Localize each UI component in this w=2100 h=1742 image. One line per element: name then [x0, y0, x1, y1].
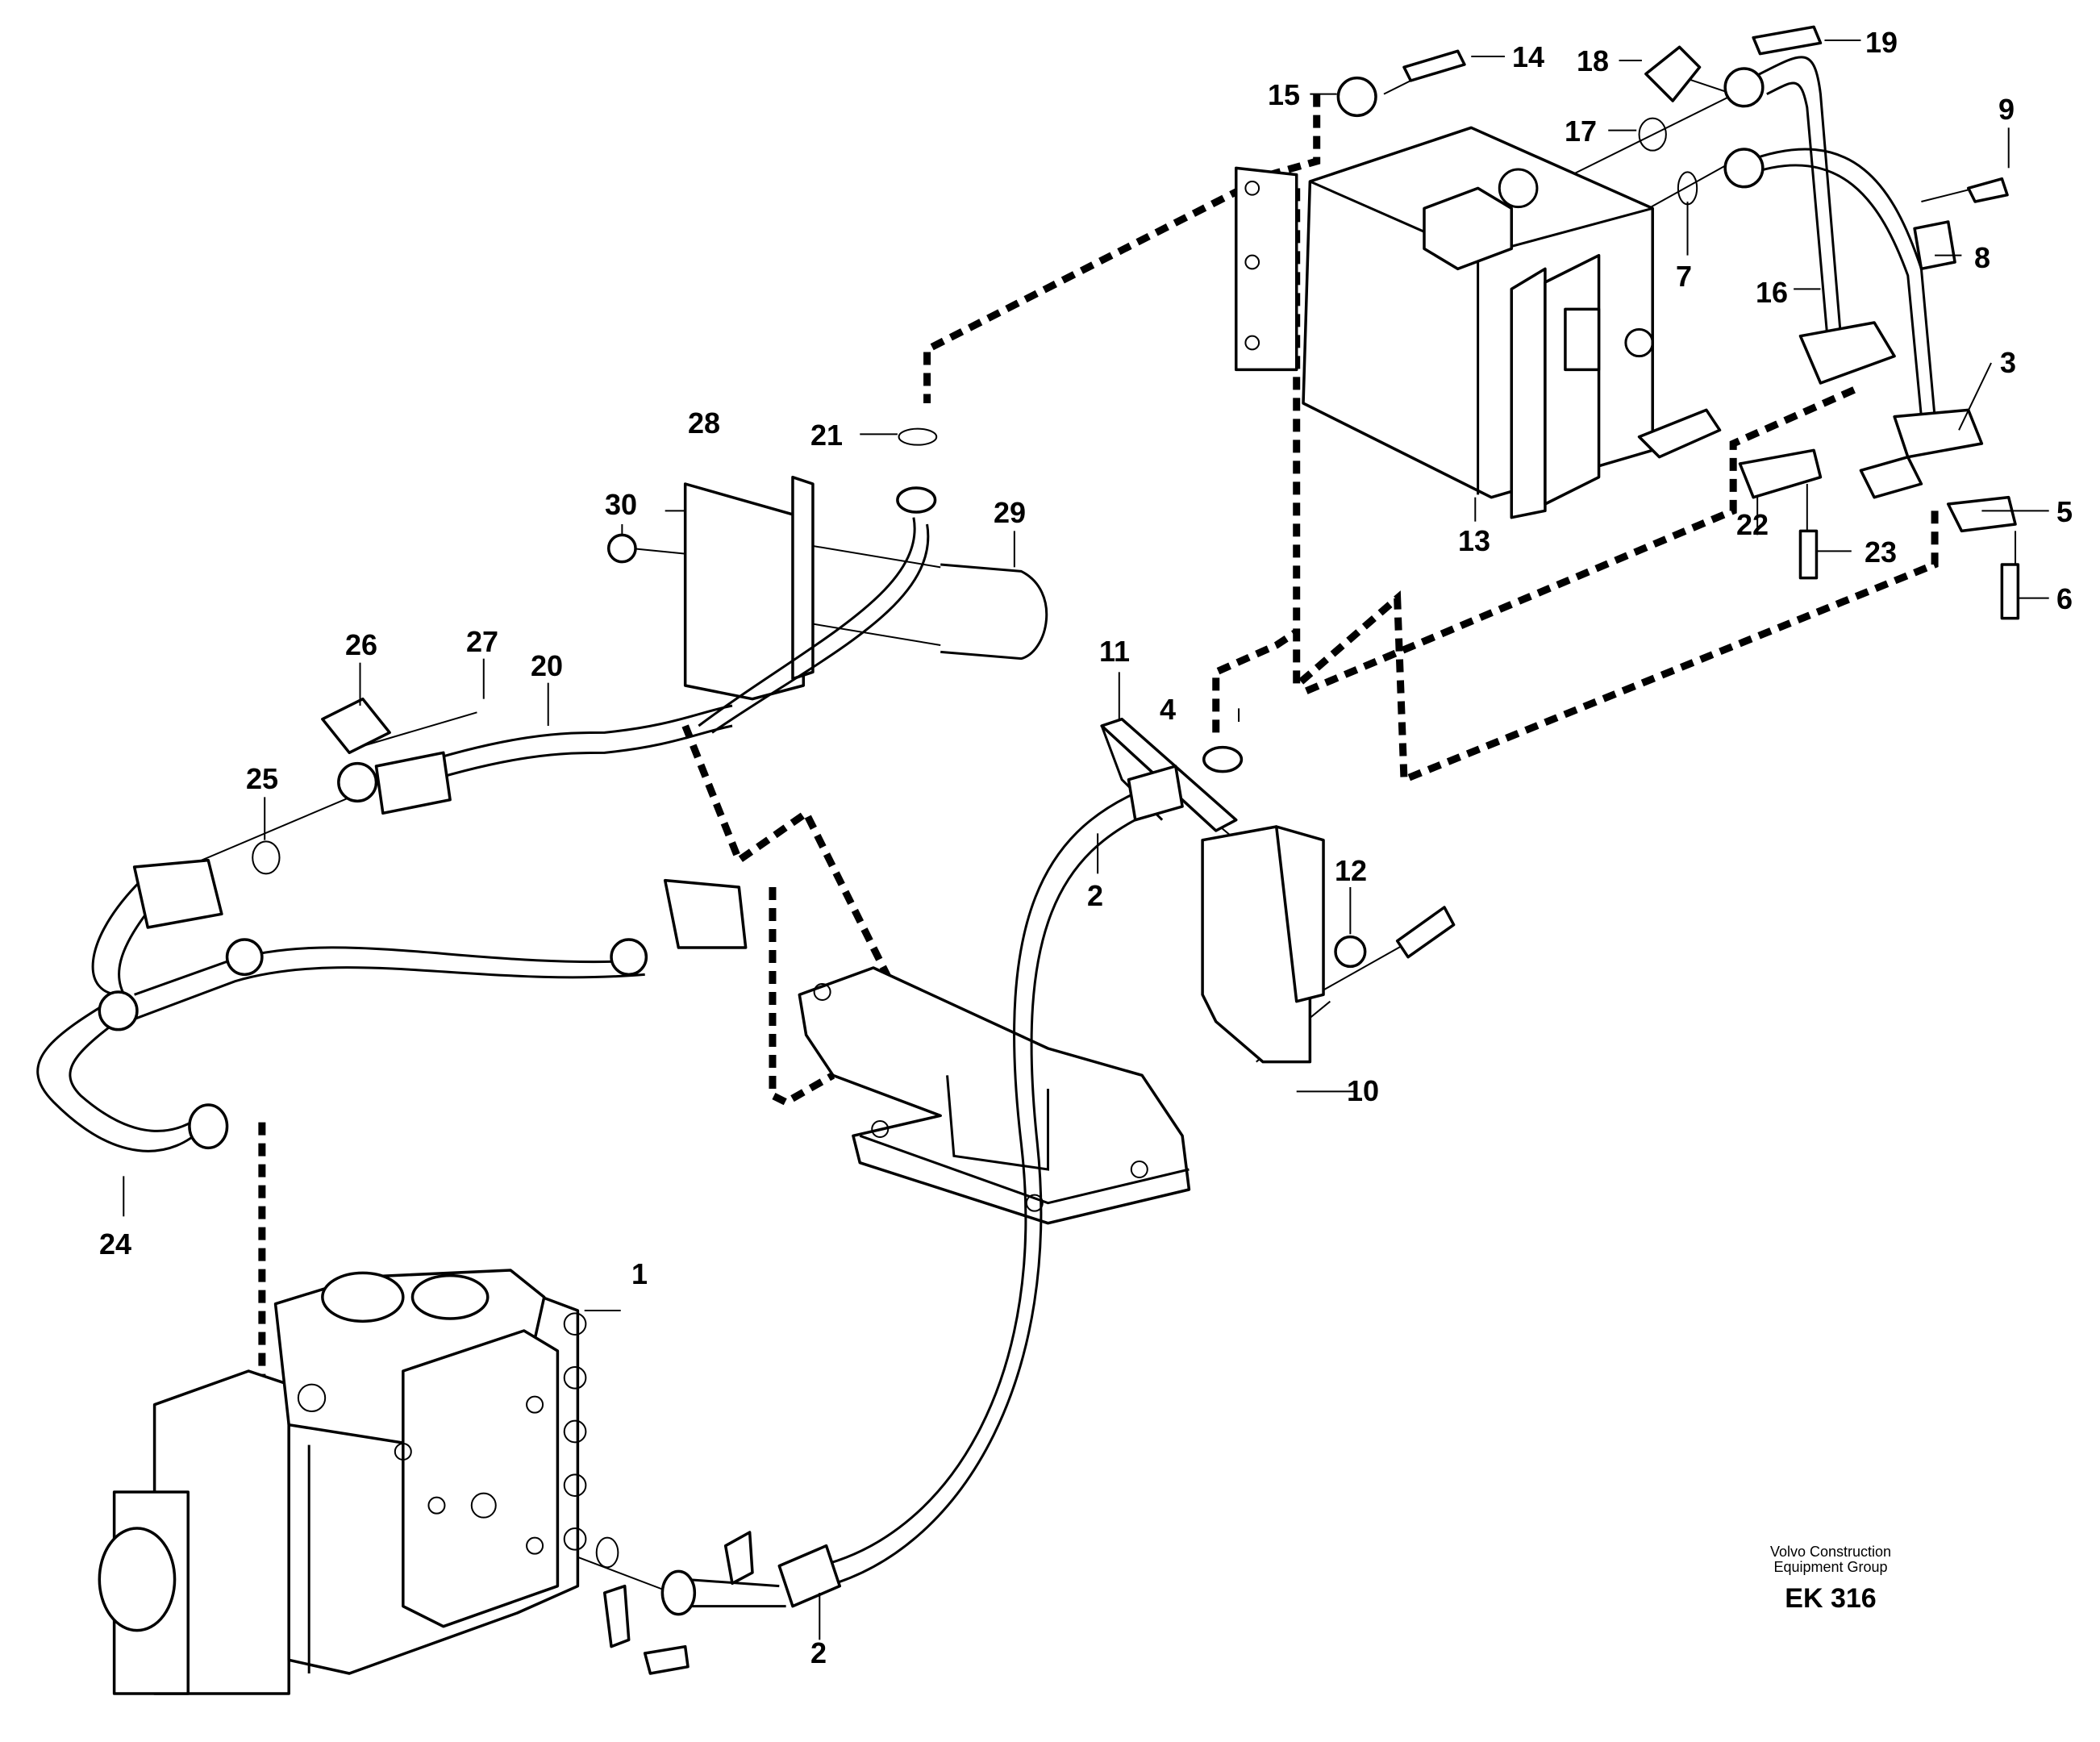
callout-24: 24	[99, 1227, 132, 1261]
diagram-code: EK 316	[1785, 1582, 1877, 1614]
publisher-credit: Volvo Construction Equipment Group EK 31…	[1718, 1544, 1944, 1613]
callout-3: 3	[2000, 346, 2017, 379]
callout-22: 22	[1736, 508, 1769, 541]
clamps-right	[1338, 27, 2018, 618]
callout-2-upper: 2	[1087, 879, 1104, 912]
callout-10: 10	[1347, 1074, 1380, 1107]
callout-14: 14	[1512, 40, 1545, 73]
hose-2	[597, 766, 1182, 1673]
credit-line-2: Equipment Group	[1773, 1558, 1888, 1575]
hose-20-assembly	[252, 699, 732, 874]
callout-9: 9	[1998, 93, 2015, 126]
pipes-upper-right	[1725, 57, 1981, 457]
callout-7: 7	[1676, 260, 1693, 293]
callout-12: 12	[1335, 854, 1368, 887]
callout-5: 5	[2056, 495, 2073, 528]
callout-6: 6	[2056, 582, 2073, 615]
callout-27: 27	[466, 625, 499, 658]
callout-23: 23	[1865, 536, 1898, 569]
callout-16: 16	[1756, 276, 1789, 309]
callout-29: 29	[994, 496, 1027, 529]
bracket-28-assembly	[609, 429, 1047, 733]
callout-20: 20	[531, 649, 564, 682]
callout-4: 4	[1160, 693, 1177, 726]
callout-30: 30	[605, 488, 638, 521]
callout-21: 21	[810, 419, 844, 452]
callout-13: 13	[1458, 524, 1491, 557]
callout-1: 1	[631, 1257, 648, 1290]
callout-26: 26	[345, 628, 378, 661]
credit-line-1: Volvo Construction	[1769, 1544, 1892, 1560]
valve-block	[99, 1270, 585, 1694]
callout-19: 19	[1865, 26, 1898, 59]
pipe-24-assembly	[38, 861, 746, 1152]
callout-leaders	[123, 40, 2048, 1640]
callout-17: 17	[1565, 115, 1598, 148]
callout-8: 8	[1974, 241, 1991, 274]
callout-25: 25	[246, 762, 279, 795]
callout-18: 18	[1577, 44, 1610, 77]
callout-2-lower: 2	[810, 1636, 827, 1669]
callout-15: 15	[1268, 78, 1301, 111]
callout-11: 11	[1099, 635, 1131, 668]
callout-28: 28	[688, 406, 721, 440]
frame-bracket	[799, 968, 1189, 1223]
